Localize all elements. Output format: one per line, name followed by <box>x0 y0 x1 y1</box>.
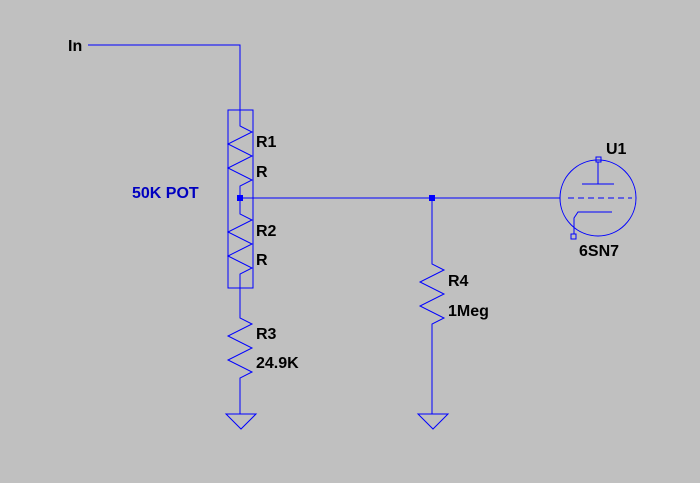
resistor-r4[interactable]: R4 1Meg <box>418 198 489 414</box>
resistor-icon <box>226 198 254 288</box>
wiper-net <box>237 195 560 201</box>
r4-value-label: 1Meg <box>448 303 489 320</box>
resistor-icon <box>226 110 254 198</box>
r2-ref-label: R2 <box>256 223 277 240</box>
resistor-r1[interactable]: R1 R <box>226 110 277 198</box>
resistor-r3[interactable]: R3 24.9K <box>226 288 299 414</box>
r1-value-label: R <box>256 164 268 181</box>
u1-value-label: 6SN7 <box>579 243 619 260</box>
ground-r3 <box>224 413 258 430</box>
ground-r4 <box>416 413 450 430</box>
resistor-icon <box>418 198 446 414</box>
tube-u1[interactable]: U1 6SN7 <box>559 141 637 260</box>
ground-icon <box>224 413 258 430</box>
u1-ref-label: U1 <box>606 141 627 158</box>
triode-tube-icon <box>559 156 637 240</box>
r2-value-label: R <box>256 252 268 269</box>
r1-ref-label: R1 <box>256 134 277 151</box>
r3-value-label: 24.9K <box>256 355 299 372</box>
input-wire <box>88 44 241 110</box>
pot-annotation: 50K POT <box>132 185 199 202</box>
input-net-label: In <box>68 38 82 55</box>
ground-icon <box>416 413 450 430</box>
r4-ref-label: R4 <box>448 273 469 290</box>
junction-dot-icon <box>237 195 243 201</box>
resistor-r2[interactable]: R2 R <box>226 198 277 288</box>
potentiometer[interactable]: R1 R R2 R 50K POT <box>132 109 277 289</box>
input-net: In <box>68 38 241 110</box>
resistor-icon <box>226 288 254 414</box>
r3-ref-label: R3 <box>256 326 277 343</box>
